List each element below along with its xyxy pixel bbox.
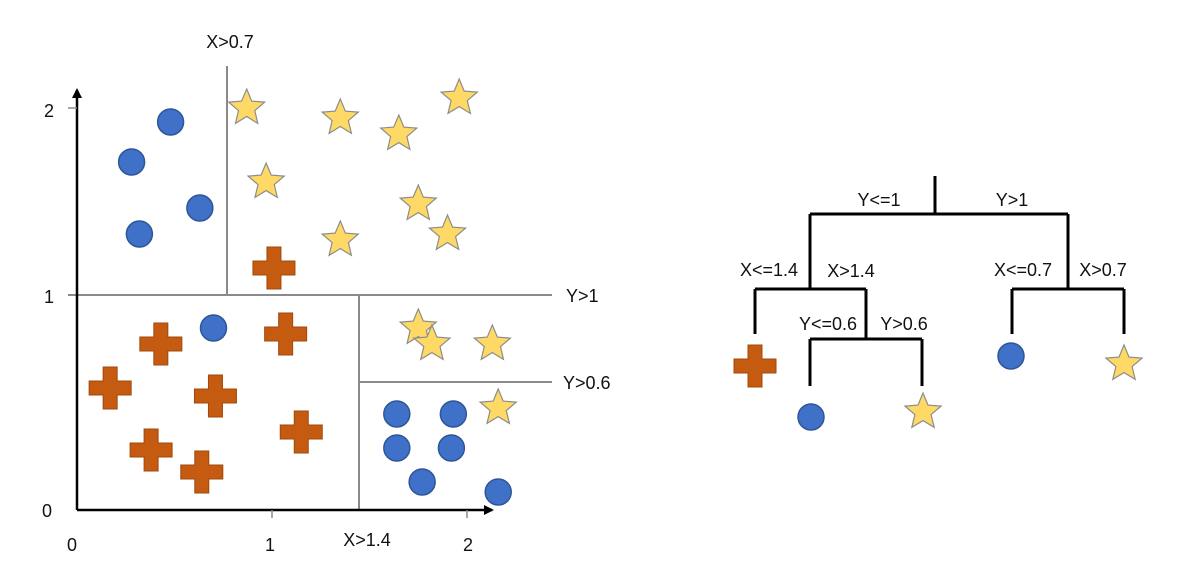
x-tick-label-2: 2 [463,535,473,555]
circle-point-7 [439,400,468,428]
circle-point-9 [437,434,466,462]
decision-tree: Y<=1 Y>1 X<=1.4 X>1.4 X<=0.7 X>0.7 Y<=0.… [733,176,1144,431]
scatter-plot: 2 1 0 0 1 2 X>0.7 Y>1 Y>0.6 X>1.4 [42,32,611,555]
cross-point-8 [180,450,224,494]
tree-leaf-circle-4 [997,342,1025,370]
y-tick-label-2: 2 [44,101,54,121]
star-point-6 [398,183,438,221]
y-tick-label-0: 0 [42,501,52,521]
star-point-12 [478,387,518,425]
tree-leaf-star-3 [903,391,943,429]
tree-label-right-left: X<=0.7 [994,260,1052,280]
split-label-y-gt-1: Y>1 [566,286,599,306]
tree-label-right-right: X>0.7 [1079,260,1127,280]
star-point-11 [472,323,512,361]
star-point-5 [246,161,286,199]
circle-point-11 [484,478,512,506]
tree-leaf-cross-1 [733,344,777,388]
star-point-2 [320,97,360,135]
tree-root-edges [808,176,1070,289]
tree-right-edges [1010,287,1126,334]
star-point-10 [412,323,452,361]
circle-point-2 [156,108,185,136]
star-point-7 [427,213,468,251]
tree-left-edges [753,287,868,339]
tree-label-inner-right: Y>0.6 [880,314,928,334]
cross-point-4 [88,366,132,410]
y-tick-label-1: 1 [44,287,54,307]
circle-point-8 [383,434,411,462]
split-label-y-gt-0.6: Y>0.6 [563,373,611,393]
star-point-3 [379,113,419,151]
circle-point-4 [186,194,214,222]
cross-point-2 [139,322,183,366]
cross-point-1 [252,246,296,290]
tree-leaf-star-5 [1104,343,1144,381]
tree-label-left-right: X>1.4 [827,261,875,281]
tree-leaves [733,342,1144,431]
scatter-points [88,77,518,506]
split-label-x-gt-1.4: X>1.4 [343,530,391,550]
cross-point-3 [264,312,308,356]
circle-point-5 [199,314,228,342]
star-point-4 [439,77,479,115]
split-label-x-gt-0.7: X>0.7 [206,32,254,52]
cross-point-7 [129,428,173,472]
tree-label-root-left: Y<=1 [857,190,900,210]
circle-point-6 [383,400,411,428]
circle-point-10 [408,468,436,496]
tree-label-inner-left: Y<=0.6 [799,314,857,334]
x-tick-label-1: 1 [265,535,275,555]
tree-label-left-left: X<=1.4 [740,260,798,280]
circle-point-3 [125,220,154,248]
tree-inner-edges [808,337,924,386]
x-tick-label-0: 0 [67,535,77,555]
tree-leaf-circle-2 [797,403,825,431]
cross-point-6 [279,410,323,454]
star-point-8 [320,219,360,257]
star-point-1 [227,87,267,125]
circle-point-1 [117,148,146,176]
tree-label-root-right: Y>1 [996,190,1029,210]
cross-point-5 [193,374,237,418]
